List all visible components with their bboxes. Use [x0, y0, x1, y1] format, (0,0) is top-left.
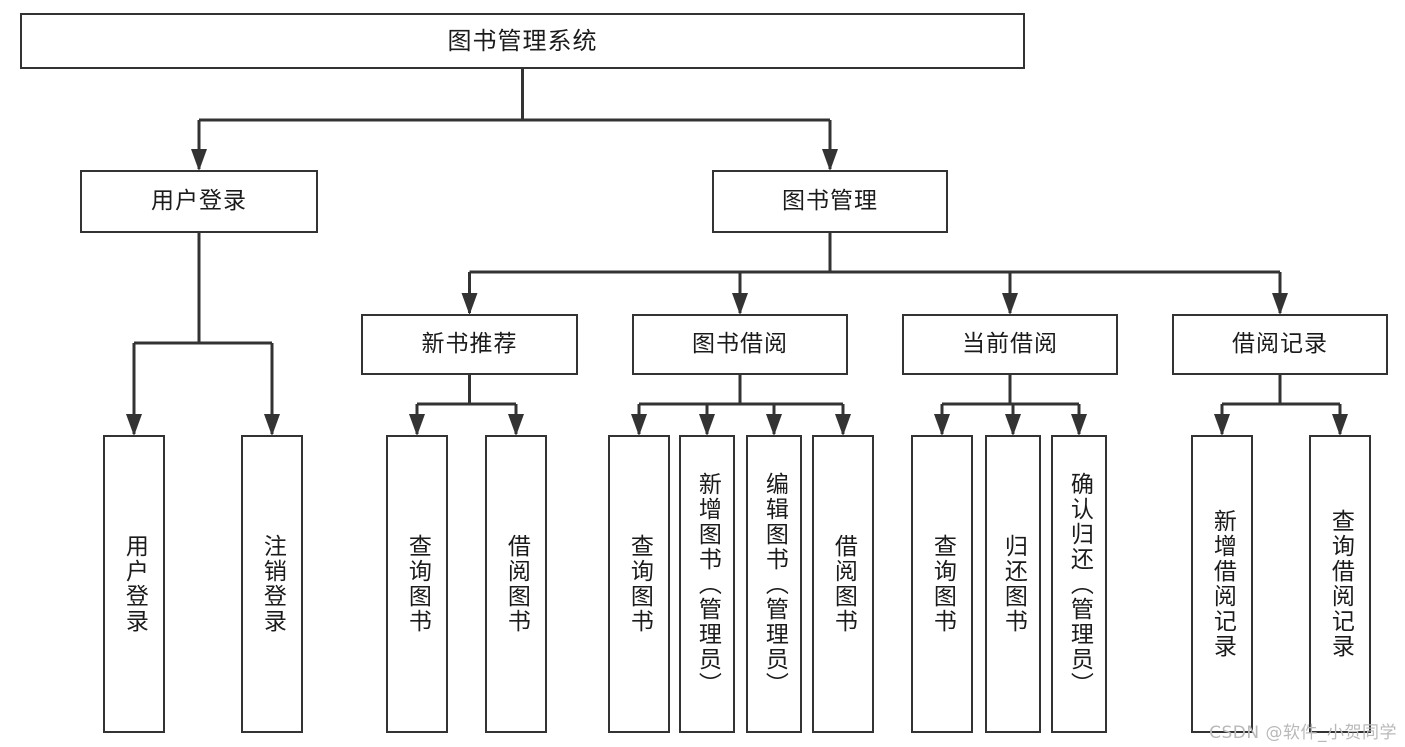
node-root-system[interactable]: 图书管理系统	[20, 13, 1025, 69]
node-leaf-current-confirm-return-admin[interactable]: 确认归还（管理员）	[1051, 435, 1107, 733]
node-label: 确认归还（管理员）	[1066, 471, 1093, 697]
node-label: 借阅记录	[1232, 330, 1328, 357]
node-label: 借阅图书	[830, 534, 857, 634]
node-leaf-user-logout[interactable]: 注销登录	[241, 435, 303, 733]
node-leaf-record-add[interactable]: 新增借阅记录	[1191, 435, 1253, 733]
node-leaf-user-login[interactable]: 用户登录	[103, 435, 165, 733]
node-label: 当前借阅	[962, 330, 1058, 357]
node-borrow-record[interactable]: 借阅记录	[1172, 314, 1388, 375]
node-label: 新书推荐	[421, 330, 518, 357]
node-book-management-module[interactable]: 图书管理	[712, 170, 948, 233]
node-user-login-module[interactable]: 用户登录	[80, 170, 318, 233]
node-label: 用户登录	[151, 187, 247, 214]
node-label: 查询图书	[626, 534, 653, 634]
node-label: 查询图书	[929, 534, 956, 634]
node-label: 查询图书	[404, 534, 431, 634]
node-current-borrow[interactable]: 当前借阅	[902, 314, 1118, 375]
node-label: 图书借阅	[692, 330, 788, 357]
node-label: 新增借阅记录	[1209, 509, 1236, 659]
node-label: 新增图书（管理员）	[694, 471, 721, 697]
node-label: 借阅图书	[503, 534, 530, 634]
node-label: 查询借阅记录	[1327, 509, 1354, 659]
node-leaf-borrow-edit-book-admin[interactable]: 编辑图书（管理员）	[746, 435, 802, 733]
node-book-borrow[interactable]: 图书借阅	[632, 314, 848, 375]
node-leaf-new-borrow-book[interactable]: 借阅图书	[485, 435, 547, 733]
node-leaf-borrow-lend-book[interactable]: 借阅图书	[812, 435, 874, 733]
node-leaf-new-query-book[interactable]: 查询图书	[386, 435, 448, 733]
node-leaf-record-query[interactable]: 查询借阅记录	[1309, 435, 1371, 733]
node-label: 用户登录	[121, 534, 148, 634]
node-label: 注销登录	[259, 534, 286, 634]
node-leaf-current-return-book[interactable]: 归还图书	[985, 435, 1041, 733]
node-label: 图书管理系统	[447, 26, 598, 55]
node-label: 图书管理	[782, 187, 878, 214]
node-new-book-recommend[interactable]: 新书推荐	[361, 314, 578, 375]
node-label: 归还图书	[1000, 534, 1027, 634]
node-label: 编辑图书（管理员）	[761, 471, 788, 697]
node-leaf-borrow-query-book[interactable]: 查询图书	[608, 435, 670, 733]
node-leaf-borrow-add-book-admin[interactable]: 新增图书（管理员）	[679, 435, 735, 733]
node-leaf-current-query-book[interactable]: 查询图书	[911, 435, 973, 733]
